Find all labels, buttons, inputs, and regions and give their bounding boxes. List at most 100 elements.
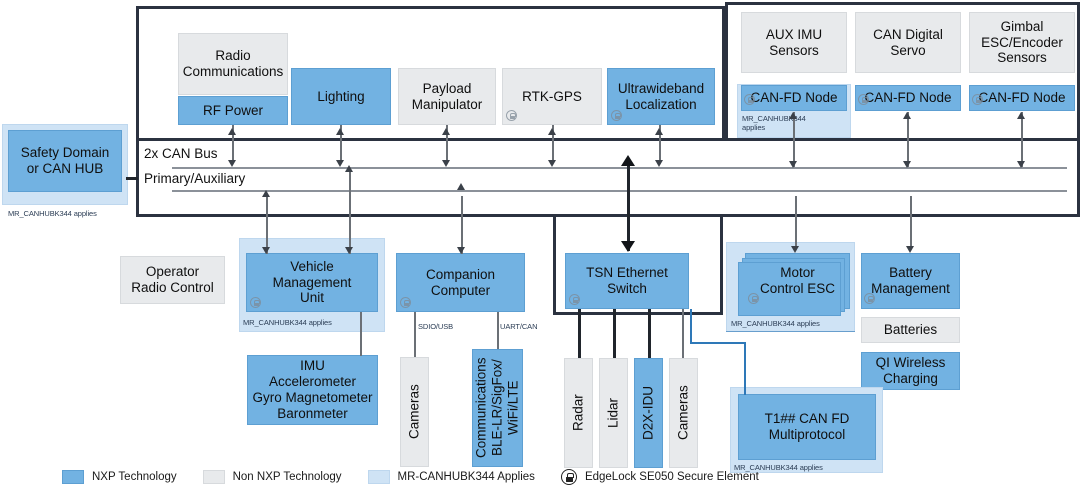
block-batteries[interactable]: Batteries [861,317,960,343]
block-t1-can-fd-multiprotocol[interactable]: T1## CAN FD Multiprotocol [738,394,876,460]
arrow-node-2-up [903,112,911,119]
can-bus-box [136,138,1080,217]
block-imu[interactable]: IMU Accelerometer Gyro Magnetometer Baro… [247,355,378,425]
cc-link-label-left: SDIO/USB [418,322,454,331]
conn-cc-bus [461,196,463,254]
legend-label-non-nxp: Non NXP Technology [232,471,342,483]
conn-payload [446,125,448,161]
motor-esc-caption: MR_CANHUBK344 applies [731,319,820,328]
edgelock-icon-motor-esc [748,293,759,304]
edgelock-icon-battery-management [864,293,875,304]
vmu-caption: MR_CANHUBK344 applies [243,318,332,327]
conn-tsn-bus [627,163,630,251]
block-lidar[interactable]: Lidar [599,358,628,468]
arrow-motor-down [791,246,799,253]
block-payload-manipulator[interactable]: Payload Manipulator [398,68,496,125]
block-radio-communications[interactable]: Radio Communications [178,33,288,95]
arrow-vmu-right-down [345,247,353,254]
conn-rtk [552,125,554,161]
arrow-rtk-down [548,160,556,167]
bus-label-primary: 2x CAN Bus [142,146,220,161]
block-companion-computer[interactable]: Companion Computer [396,253,525,312]
legend-item-canhub: MR-CANHUBK344 Applies [367,470,535,484]
can-bus-line-auxiliary [172,190,1067,192]
arrow-lighting-down [336,160,344,167]
arrow-node-1-down [789,161,797,168]
block-safety-domain[interactable]: Safety Domain or CAN HUB [8,130,122,192]
lock-icon [560,469,577,485]
block-cc-cameras[interactable]: Cameras [400,357,429,467]
legend: NXP Technology Non NXP Technology MR-CAN… [62,469,785,485]
conn-tsn-radar [578,309,581,359]
conn-battery-bus [910,196,912,248]
top-left-frame-top [136,6,725,9]
edgelock-icon-companion-computer [400,297,411,308]
block-lighting[interactable]: Lighting [291,68,391,125]
conn-vmu-bus-right [349,170,351,254]
block-can-fd-node-1[interactable]: CAN-FD Node [741,85,847,111]
block-rtk-gps[interactable]: RTK-GPS [502,68,602,125]
block-ultrawideband-localization[interactable]: Ultrawideband Localization [607,68,715,125]
block-vehicle-management-unit[interactable]: Vehicle Management Unit [246,253,378,312]
block-aux-imu-sensors[interactable]: AUX IMU Sensors [741,12,847,73]
lower-frame [136,214,556,217]
arrow-payload-up [442,128,450,135]
conn-vmu-bus-left [266,196,268,254]
arrow-vmu-left-up [262,190,270,197]
block-tsn-cameras[interactable]: Cameras [669,358,698,468]
edgelock-icon-can-fd-node-1 [744,94,755,105]
legend-edgelock-icon [560,469,577,485]
legend-item-non-nxp: Non NXP Technology [202,470,342,484]
conn-vmu-imu [360,312,362,356]
conn-node-2 [907,112,909,167]
lower-frame-tsn-top [553,214,723,217]
block-motor-control-esc[interactable]: Motor Control ESC [738,253,850,316]
edgelock-icon-can-fd-node-3 [972,94,983,105]
arrow-payload-down [442,160,450,167]
can-bus-line-primary [172,167,1067,169]
block-d2x-idu[interactable]: D2X-IDU [634,358,663,468]
edgelock-icon-can-fd-node-2 [858,94,869,105]
arrow-vmu-right-up [345,165,353,172]
blue-link-horizontal [690,342,746,344]
block-battery-management[interactable]: Battery Management [861,253,960,309]
conn-tsn-cameras [682,309,684,359]
conn-node-3 [1021,112,1023,167]
top-left-frame-right [722,6,725,141]
conn-tsn-d2x [648,309,651,359]
tsn-enclosure [553,214,723,315]
arrow-rf-power-down [228,160,236,167]
block-rf-power[interactable]: RF Power [178,96,288,125]
legend-label-canhub: MR-CANHUBK344 Applies [397,471,535,483]
conn-rf-power [232,125,234,161]
conn-motor-bus [795,196,797,248]
block-operator-radio-control[interactable]: Operator Radio Control [120,256,225,304]
aux-imu-caption: MR_CANHUBK344 applies [742,114,806,133]
edgelock-icon-vmu [250,297,261,308]
block-gimbal-esc-encoder-sensors[interactable]: Gimbal ESC/Encoder Sensors [969,12,1075,73]
arrow-tsn-down [621,241,635,252]
block-tsn-ethernet-switch[interactable]: TSN Ethernet Switch [565,253,689,309]
arrow-node-3-down [1017,161,1025,168]
conn-node-1 [793,112,795,167]
block-can-fd-node-2[interactable]: CAN-FD Node [855,85,961,111]
t1-canfd-caption: MR_CANHUBK344 applies [734,463,823,472]
safety-domain-connector [126,177,138,180]
block-can-digital-servo[interactable]: CAN Digital Servo [855,12,961,73]
arrow-node-3-up [1017,112,1025,119]
arrow-uwb-up [655,128,663,135]
arrow-rf-power-up [228,128,236,135]
motor-halo-divider [726,331,855,332]
block-communications[interactable]: Communications BLE-LR/SigFox/ WiFi/LTE [472,349,523,467]
legend-item-edgelock: EdgeLock SE050 Secure Element [560,469,759,485]
arrow-node-1-up [789,112,797,119]
bus-label-auxiliary: Primary/Auxiliary [142,171,248,186]
block-can-fd-node-3[interactable]: CAN-FD Node [969,85,1075,111]
cc-link-label-right: UART/CAN [500,322,538,331]
blue-link-vertical-t1 [744,342,746,395]
block-qi-wireless-charging[interactable]: QI Wireless Charging [861,352,960,390]
block-radar[interactable]: Radar [564,358,593,468]
legend-label-nxp: NXP Technology [92,471,177,483]
conn-lighting [340,125,342,161]
